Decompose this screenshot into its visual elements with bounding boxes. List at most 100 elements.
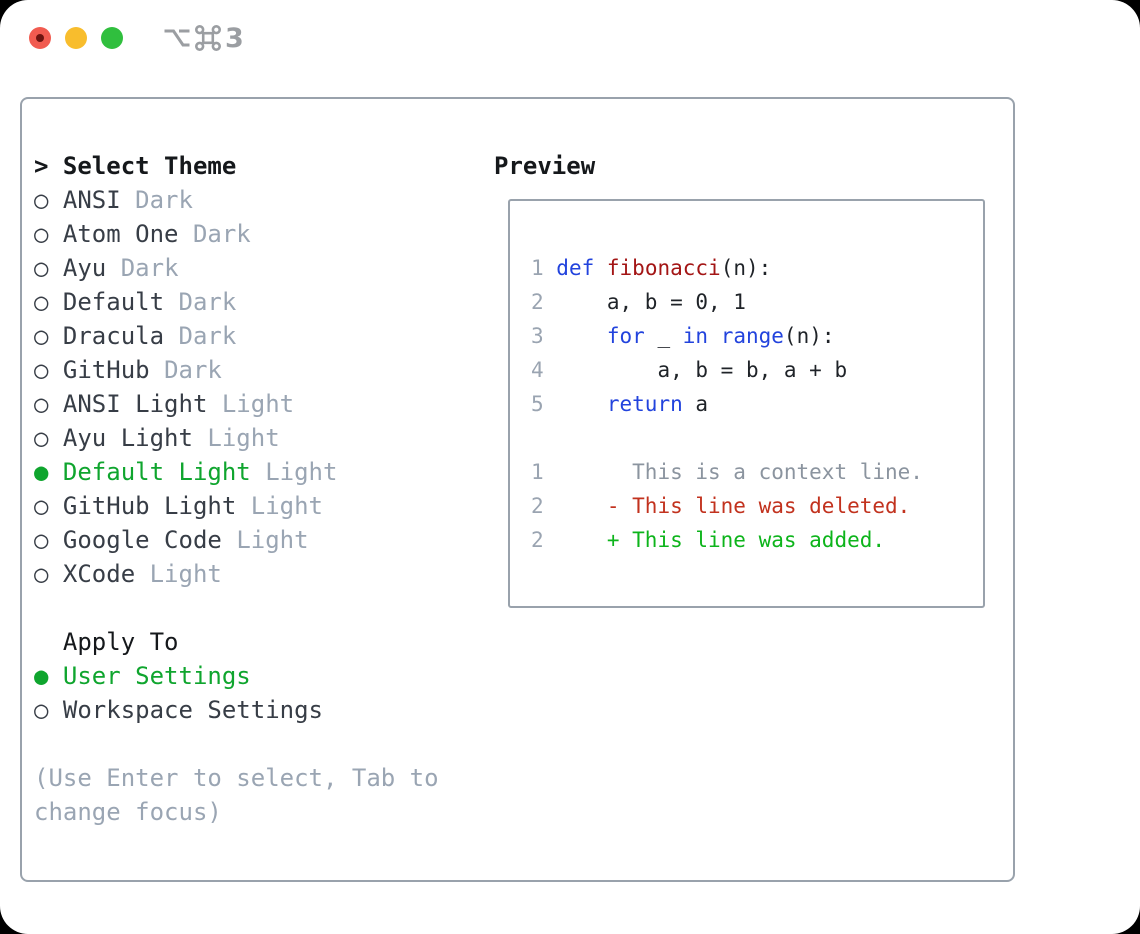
spacer [48,288,62,316]
theme-option-default-light[interactable]: ● Default Light Light [34,455,439,489]
code-token: in [682,324,709,348]
radio-unselected-icon: ○ [34,526,49,554]
spacer [48,662,62,690]
code-token: (n): [720,256,772,280]
code-token: + This line was added. [606,528,886,552]
spacer [48,322,62,350]
code-line: 4 a, b = b, a + b [531,353,983,387]
spacer [236,492,250,520]
theme-name-label: XCode [62,560,136,588]
spacer [48,526,62,554]
blank-line [531,421,983,455]
apply-option-workspace-settings[interactable]: ○ Workspace Settings [34,693,439,727]
theme-variant-tag: Dark [135,186,193,214]
theme-option-xcode[interactable]: ○ XCode Light [34,557,439,591]
spacer [164,288,178,316]
code-token: a, b = 0, 1 [556,290,746,314]
theme-name-label: ANSI [62,186,121,214]
spacer [48,560,62,588]
theme-variant-tag: Dark [192,220,251,248]
spacer [48,356,62,384]
code-token [556,392,607,416]
code-token [556,528,607,552]
spacer [164,322,178,350]
command-key-icon [194,24,221,51]
theme-name-label: Google Code [62,526,222,554]
code-token: def [556,256,595,280]
theme-option-default[interactable]: ○ Default Dark [34,285,439,319]
radio-unselected-icon: ○ [34,560,49,588]
hint-text-label: change focus) [34,798,222,826]
hint-text: change focus) [34,795,439,829]
apply-option-user-settings[interactable]: ● User Settings [34,659,439,693]
spacer [179,220,193,248]
hint-text-label: (Use Enter to select, Tab to [34,764,439,792]
apply-to-header: Apply To [34,625,439,659]
code-token: for [606,324,645,348]
theme-variant-tag: Light [250,492,323,520]
diff-added-line: 2 + This line was added. [531,523,983,557]
line-number: 3 [531,324,557,348]
radio-unselected-icon: ○ [34,220,49,248]
theme-variant-tag: Dark [178,288,237,316]
theme-option-github-light[interactable]: ○ GitHub Light Light [34,489,439,523]
line-number: 4 [531,358,557,382]
code-line: 2 a, b = 0, 1 [531,285,983,319]
theme-variant-tag: Light [236,526,309,554]
close-button[interactable] [29,27,51,49]
hint-text: (Use Enter to select, Tab to [34,761,439,795]
code-token [556,324,607,348]
option-key-icon [164,29,190,47]
spacer [48,390,62,418]
theme-option-ansi[interactable]: ○ ANSI Dark [34,183,439,217]
minimize-button[interactable] [65,27,87,49]
theme-option-ayu[interactable]: ○ Ayu Dark [34,251,439,285]
spacer [121,186,135,214]
spacer [48,254,62,282]
theme-option-atom-one[interactable]: ○ Atom One Dark [34,217,439,251]
spacer [150,356,164,384]
code-line: 1 def fibonacci(n): [531,251,983,285]
theme-name-label: ANSI Light [62,390,208,418]
code-token [556,494,607,518]
radio-selected-icon: ● [34,662,49,690]
spacer [222,526,236,554]
theme-option-dracula[interactable]: ○ Dracula Dark [34,319,439,353]
window-title-number: 3 [225,22,244,54]
radio-unselected-icon: ○ [34,186,49,214]
radio-unselected-icon: ○ [34,424,49,452]
spacer [48,186,62,214]
theme-variant-tag: Light [149,560,222,588]
theme-name-label: GitHub [62,356,150,384]
zoom-button[interactable] [101,27,123,49]
spacer [135,560,149,588]
line-number: 5 [531,392,557,416]
code-line: 5 return a [531,387,983,421]
theme-option-github[interactable]: ○ GitHub Dark [34,353,439,387]
theme-variant-tag: Light [207,424,280,452]
theme-name-label: Default Light [62,458,251,486]
radio-unselected-icon: ○ [34,492,49,520]
spacer [48,492,62,520]
radio-unselected-icon: ○ [34,356,49,384]
theme-option-google-code[interactable]: ○ Google Code Light [34,523,439,557]
code-token: (n): [783,324,835,348]
theme-name-label: Atom One [62,220,179,248]
theme-name-label: Default [62,288,165,316]
apply-target-label: Workspace Settings [62,696,323,724]
theme-selector-panel [20,97,1015,882]
spacer [106,254,120,282]
theme-option-ayu-light[interactable]: ○ Ayu Light Light [34,421,439,455]
theme-name-label: Ayu [62,254,107,282]
select-theme-header-label: > Select Theme [34,152,237,180]
window-title: 3 [163,21,244,55]
code-token: return [606,392,683,416]
line-number: 2 [531,528,557,552]
theme-variant-tag: Dark [120,254,179,282]
blank-line [34,727,439,761]
theme-option-ansi-light[interactable]: ○ ANSI Light Light [34,387,439,421]
radio-selected-icon: ● [34,458,49,486]
spacer [48,220,62,248]
